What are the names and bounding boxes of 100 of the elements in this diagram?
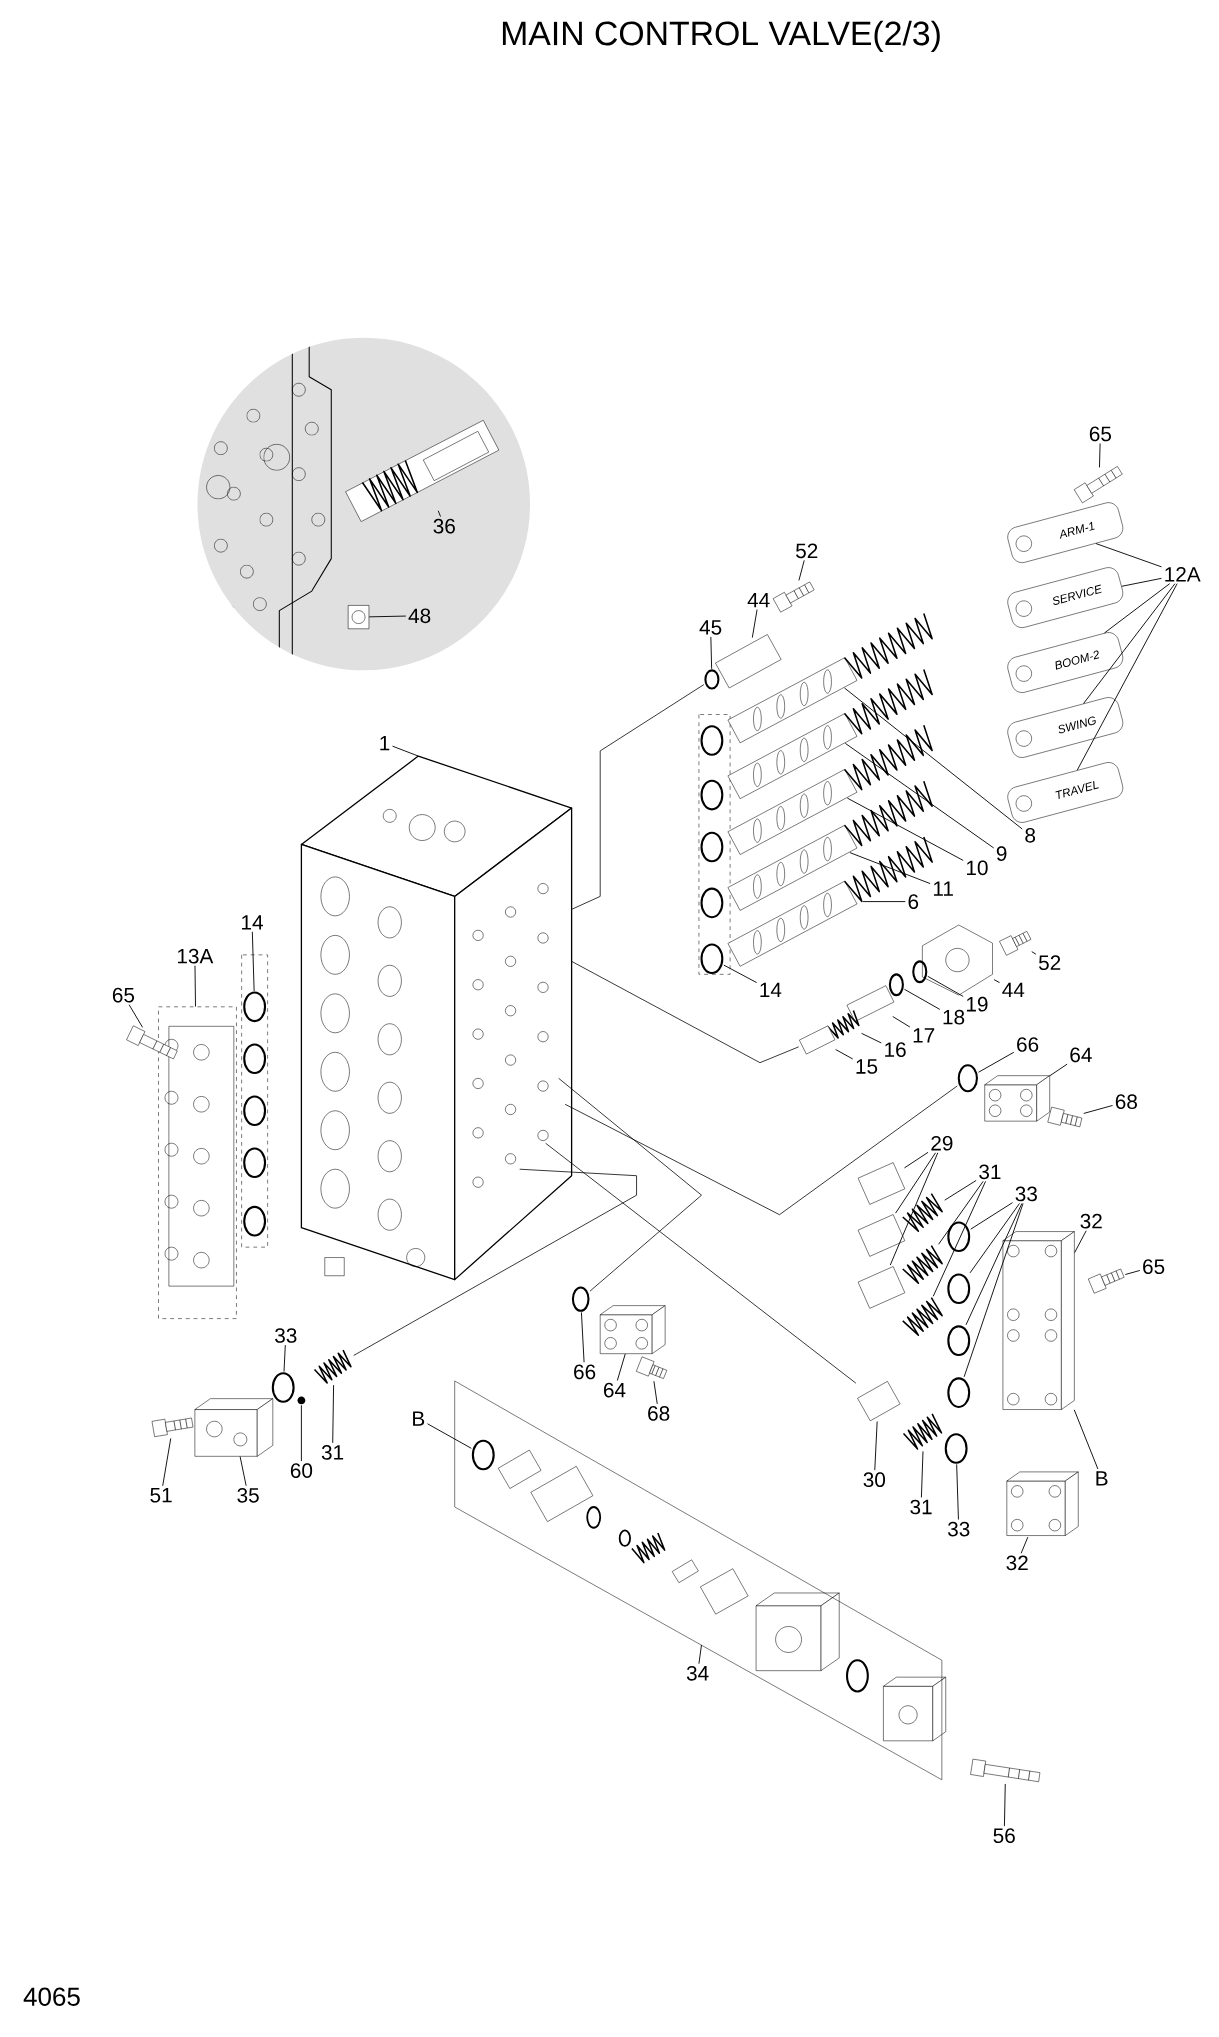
callout-number: 19 — [967, 996, 988, 1012]
callout-number: 14 — [760, 982, 782, 998]
spool — [727, 780, 934, 911]
o-ring — [700, 943, 724, 975]
callout-number: 44 — [1002, 982, 1025, 998]
plug — [348, 605, 370, 630]
leader-line — [1020, 1536, 1029, 1554]
leader-line — [617, 1353, 626, 1381]
part-label: TRAVEL — [1055, 781, 1099, 799]
bolt — [151, 1417, 194, 1437]
plug — [858, 1214, 906, 1257]
o-ring — [957, 1064, 979, 1093]
callout-number: 30 — [863, 1472, 886, 1488]
title: MAIN CONTROL VALVE(2/3) — [503, 20, 940, 53]
valve-block — [194, 1398, 274, 1457]
alignment-line — [571, 960, 800, 1064]
bolt — [773, 581, 815, 613]
cap-plate — [1007, 697, 1124, 758]
bolt — [970, 1758, 1041, 1782]
callout-number: 35 — [237, 1487, 259, 1503]
leader-line — [1083, 1105, 1114, 1114]
alignment-line — [545, 1142, 857, 1384]
callout-number: 33 — [948, 1521, 970, 1537]
callout-number: 18 — [943, 1009, 965, 1025]
leader-line — [698, 1644, 703, 1665]
plug — [858, 1162, 906, 1205]
leader-line — [1074, 1230, 1087, 1254]
spool — [727, 612, 934, 744]
poppet — [799, 1025, 836, 1055]
leader-line — [1125, 1270, 1141, 1275]
spring — [902, 1296, 944, 1336]
leader-line — [1083, 583, 1176, 704]
callout-number: 36 — [433, 518, 456, 534]
callout-number: 68 — [648, 1406, 670, 1421]
callout-number: B — [413, 1411, 425, 1426]
cover-block — [1006, 1471, 1079, 1536]
callout-number: 29 — [931, 1135, 953, 1151]
leader-line — [1074, 1409, 1099, 1470]
cap-plate — [1007, 567, 1124, 628]
leader-line — [847, 797, 964, 861]
alignment-line — [353, 1168, 638, 1356]
leader-line — [1104, 583, 1171, 634]
bolt — [126, 1025, 178, 1060]
leader-line — [835, 1049, 854, 1060]
spool — [727, 836, 934, 967]
leader-line — [849, 852, 931, 885]
callout-number: 16 — [885, 1042, 906, 1058]
callout-number: 65 — [113, 987, 135, 1003]
part-label: SWING — [1058, 716, 1096, 734]
alignment-line — [571, 684, 705, 910]
alignment-line — [558, 1077, 703, 1292]
leader-line — [965, 1203, 1023, 1326]
spring — [902, 1192, 944, 1232]
callout-number: 31 — [322, 1445, 344, 1460]
leader-line — [1004, 1783, 1006, 1827]
part-label: ARM-1 — [1060, 521, 1095, 539]
spring — [902, 1244, 944, 1284]
leader-line — [904, 1151, 929, 1169]
o-ring — [704, 669, 720, 690]
callout-number: 51 — [150, 1488, 172, 1503]
callout-number: 32 — [1080, 1213, 1102, 1229]
o-ring — [912, 960, 928, 984]
leader-line — [970, 1202, 1014, 1230]
callout-number: 45 — [699, 620, 722, 635]
callout-number: 48 — [408, 608, 431, 624]
leader-line — [1099, 443, 1101, 468]
callout-number: 8 — [1025, 828, 1036, 843]
callout-number: 64 — [604, 1382, 626, 1398]
spool — [727, 668, 934, 799]
o-ring — [572, 1286, 590, 1312]
cover-block — [1002, 1231, 1075, 1410]
callout-number: 17 — [913, 1028, 935, 1043]
leader-line — [861, 1032, 882, 1044]
callout-number: 65 — [1143, 1259, 1165, 1274]
callout-number: 66 — [574, 1364, 596, 1380]
leader-line — [283, 1344, 286, 1373]
callout-number: 32 — [1006, 1555, 1028, 1571]
bolt — [636, 1356, 668, 1379]
leader-line — [194, 965, 197, 1007]
o-ring — [947, 1325, 971, 1356]
cap-plate — [1007, 502, 1124, 563]
callout-number: 33 — [275, 1328, 297, 1343]
o-ring — [947, 1377, 971, 1408]
bolt — [1074, 466, 1123, 504]
callout-number: B — [1096, 1471, 1108, 1486]
leader-line — [438, 510, 442, 518]
leader-line — [368, 615, 407, 618]
leader-line — [927, 975, 964, 997]
callout-number: 31 — [979, 1164, 1001, 1180]
leader-line — [944, 1180, 977, 1201]
callout-number: 9 — [997, 846, 1007, 861]
leader-line — [798, 559, 805, 581]
callout-number: 15 — [856, 1059, 878, 1074]
leader-line — [128, 1004, 144, 1028]
callout-number: 14 — [242, 915, 264, 930]
leader-line — [252, 931, 255, 992]
callout-number: 10 — [967, 860, 988, 876]
leader-line — [993, 979, 1001, 983]
leader-line — [239, 1456, 247, 1487]
callout-number: 68 — [1116, 1094, 1138, 1109]
